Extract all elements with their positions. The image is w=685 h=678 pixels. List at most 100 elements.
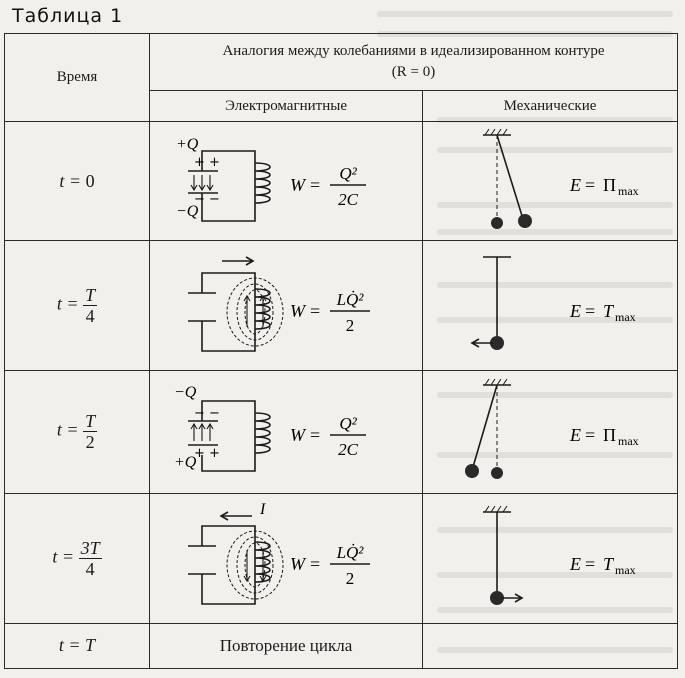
lc-circuit-diagram: W = LQ̇² 2 xyxy=(188,256,370,353)
mech-var: E xyxy=(569,554,581,574)
equals-sign: = xyxy=(310,301,320,321)
energy-var: W xyxy=(290,301,307,321)
mechanical-cell: E = T max xyxy=(422,239,678,371)
pendulum-bob-icon xyxy=(465,463,479,478)
analogy-table: Время Аналогия между колебаниями в идеал… xyxy=(4,32,678,670)
minus-signs: − − xyxy=(194,192,220,207)
equals-sign: = xyxy=(585,554,595,574)
plus-signs: + + xyxy=(194,446,220,461)
electromagnetic-cell: W = LQ̇² 2 xyxy=(149,239,423,371)
energy-numerator: Q² xyxy=(339,164,357,183)
velocity-arrow-icon xyxy=(470,338,480,348)
mech-var: E xyxy=(569,425,581,445)
energy-numerator: LQ̇² xyxy=(336,290,365,309)
time-numerator: T xyxy=(83,411,98,433)
header-analogy: Аналогия между колебаниями в идеализиров… xyxy=(149,32,678,92)
pendulum-diagram: E = Π max xyxy=(465,378,639,479)
time-denominator: 4 xyxy=(85,305,95,326)
energy-numerator: LQ̇² xyxy=(336,543,365,562)
charge-bottom-label: +Q xyxy=(174,454,197,471)
header-electromagnetic: Электромагнитные xyxy=(149,90,423,123)
energy-denominator: 2 xyxy=(346,316,355,335)
empty-cell xyxy=(422,622,678,670)
equals-sign: = xyxy=(585,425,595,445)
electromagnetic-cell: + + − − +Q −Q W = Q² 2C xyxy=(149,121,423,241)
repeat-cycle-text: Повторение цикла xyxy=(149,622,423,670)
time-prefix: t = xyxy=(59,170,86,191)
pendulum-bob-icon xyxy=(518,213,532,228)
field-arrows-icon xyxy=(190,422,214,441)
time-denominator: 4 xyxy=(85,558,95,579)
mech-symbol: T xyxy=(603,554,615,574)
time-prefix: t = xyxy=(56,419,84,440)
energy-denominator: 2 xyxy=(346,569,355,588)
time-value: 0 xyxy=(85,170,95,191)
mech-subscript: max xyxy=(618,434,639,448)
mech-subscript: max xyxy=(615,310,636,324)
pendulum-diagram: E = T max xyxy=(483,506,636,606)
energy-var: W xyxy=(290,175,307,195)
header-time: Время xyxy=(4,32,150,123)
header-row: Время Аналогия между колебаниями в идеал… xyxy=(4,32,678,123)
time-numerator: T xyxy=(83,284,98,306)
current-label: I xyxy=(259,501,266,518)
minus-signs: − − xyxy=(194,406,220,421)
coil-icon xyxy=(254,161,271,204)
mechanical-cell: E = Π max xyxy=(422,369,678,495)
time-denominator: 2 xyxy=(85,432,95,453)
header-mechanical: Механические xyxy=(422,90,678,123)
time-cell: t = T xyxy=(4,622,150,670)
electromagnetic-cell: I W = LQ̇² 2 xyxy=(149,493,423,624)
mech-subscript: max xyxy=(615,563,636,577)
electromagnetic-cell: − − + + −Q +Q W = Q² 2C xyxy=(149,369,423,495)
field-arrows-icon xyxy=(190,174,214,191)
mech-symbol: Π xyxy=(603,425,616,445)
bob-ghost-icon xyxy=(491,216,503,229)
mech-subscript: max xyxy=(618,184,639,198)
bob-ghost-icon xyxy=(491,466,503,479)
energy-denominator: 2C xyxy=(338,440,359,459)
charge-top-label: −Q xyxy=(174,384,197,401)
header-analogy-line2: (R = 0) xyxy=(391,64,436,81)
energy-var: W xyxy=(290,425,307,445)
coil-icon xyxy=(254,412,271,454)
current-arrow-icon xyxy=(219,511,229,522)
energy-numerator: Q² xyxy=(339,414,357,433)
pendulum-string xyxy=(472,384,498,468)
mechanical-cell: E = T max xyxy=(422,493,678,624)
magnetic-field-icon xyxy=(226,277,284,347)
time-prefix: t = xyxy=(52,546,79,567)
mech-symbol: T xyxy=(603,301,615,321)
equals-sign: = xyxy=(310,554,320,574)
equals-sign: = xyxy=(310,425,320,445)
pendulum-bob-icon xyxy=(490,591,504,606)
lc-circuit-diagram: − − + + −Q +Q W = Q² 2C xyxy=(174,384,366,472)
charge-bottom-label: −Q xyxy=(176,203,199,220)
energy-var: W xyxy=(290,554,307,574)
header-analogy-line1: Аналогия между колебаниями в идеализиров… xyxy=(222,43,605,60)
mech-symbol: Π xyxy=(603,175,616,195)
equals-sign: = xyxy=(585,175,595,195)
energy-denominator: 2C xyxy=(338,190,359,209)
mech-var: E xyxy=(569,175,581,195)
equals-sign: = xyxy=(585,301,595,321)
plus-signs: + + xyxy=(194,155,220,170)
time-numerator: 3T xyxy=(78,537,102,559)
coil-icon xyxy=(254,288,271,331)
mechanical-cell: E = Π max xyxy=(422,121,678,241)
lc-circuit-diagram: I W = LQ̇² 2 xyxy=(188,501,370,606)
current-arrow-icon xyxy=(245,256,255,266)
mech-var: E xyxy=(569,301,581,321)
pendulum-diagram: E = Π max xyxy=(483,128,639,229)
lc-circuit-diagram: + + − − +Q −Q W = Q² 2C xyxy=(176,136,366,222)
equals-sign: = xyxy=(310,175,320,195)
table-row: t = T Повторение цикла xyxy=(4,622,678,670)
subheader-row: Электромагнитные Механические xyxy=(5,90,678,123)
